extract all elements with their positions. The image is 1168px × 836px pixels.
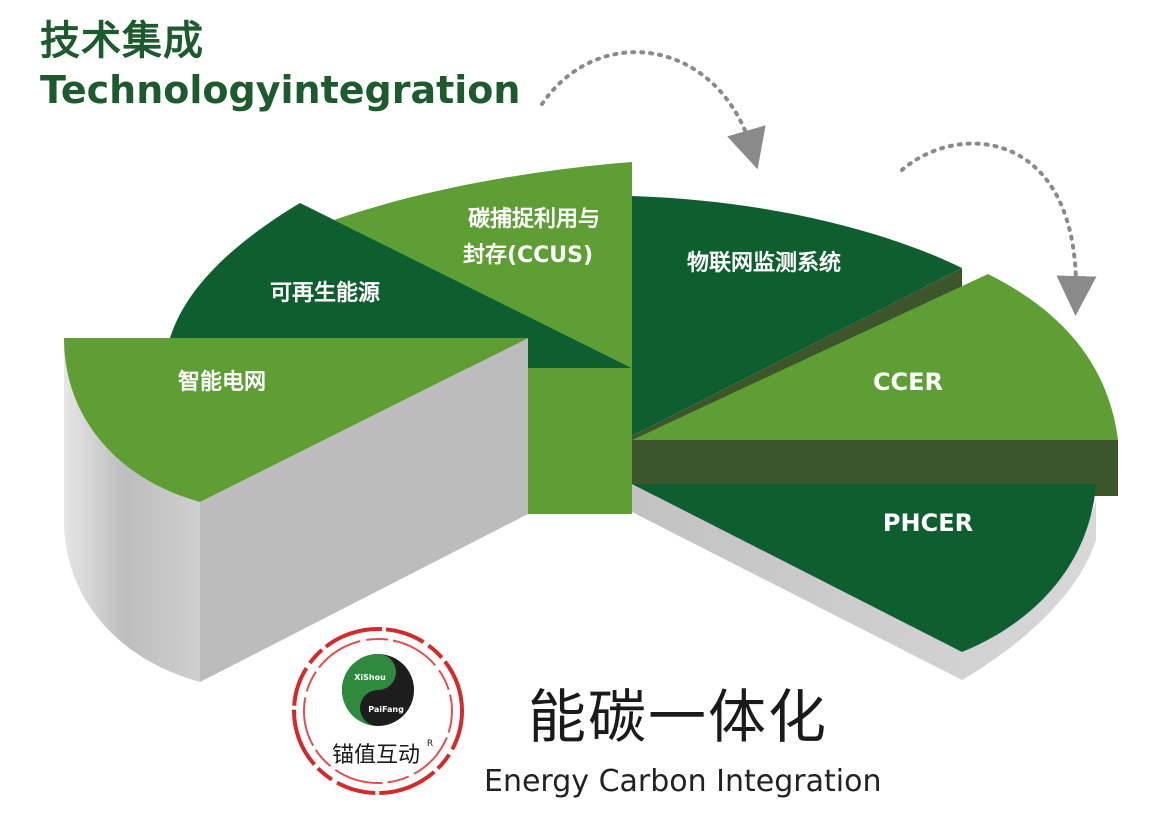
logo-ring-inner bbox=[303, 638, 453, 784]
logo-ring-outer bbox=[292, 627, 464, 795]
dotted-arrow-2 bbox=[900, 141, 1097, 316]
logo-name: 锚值互动 bbox=[332, 743, 420, 768]
segment-smart-grid-side-front bbox=[200, 338, 528, 682]
label-iot: 物联网监测系统 bbox=[687, 250, 841, 276]
label-phcer: PHCER bbox=[883, 509, 973, 537]
segment-smart-grid-side-left bbox=[64, 338, 200, 682]
page-title-cn: 技术集成 bbox=[40, 18, 204, 64]
segment-ccus bbox=[334, 162, 632, 368]
footer-title-cn: 能碳一体化 bbox=[528, 683, 829, 751]
logo-text-top: XiShou bbox=[354, 673, 386, 682]
logo: XiShou PaiFang 锚值互动 R bbox=[292, 627, 464, 795]
dotted-arrow-1 bbox=[540, 50, 766, 170]
label-ccus-line2: 封存(CCUS) bbox=[463, 242, 593, 268]
logo-yinyang-green bbox=[342, 654, 396, 726]
logo-text-bottom: PaiFang bbox=[368, 705, 404, 714]
segment-smart-grid bbox=[64, 338, 528, 502]
logo-registered-mark: R bbox=[427, 739, 433, 749]
label-ccus-line1: 碳捕捉利用与 bbox=[468, 207, 600, 232]
footer-title-en: Energy Carbon Integration bbox=[484, 764, 882, 799]
segment-renewable bbox=[170, 203, 632, 368]
label-smart-grid: 智能电网 bbox=[178, 369, 266, 395]
segment-ccus-side bbox=[528, 368, 632, 514]
segment-iot bbox=[632, 196, 962, 436]
label-renewable: 可再生能源 bbox=[270, 280, 380, 306]
label-ccer: CCER bbox=[873, 368, 943, 396]
segment-iot-side bbox=[632, 268, 962, 440]
segment-phcer bbox=[632, 484, 1096, 652]
segment-ccer bbox=[632, 274, 1118, 440]
page-title-en: Technologyintegration bbox=[40, 68, 521, 112]
